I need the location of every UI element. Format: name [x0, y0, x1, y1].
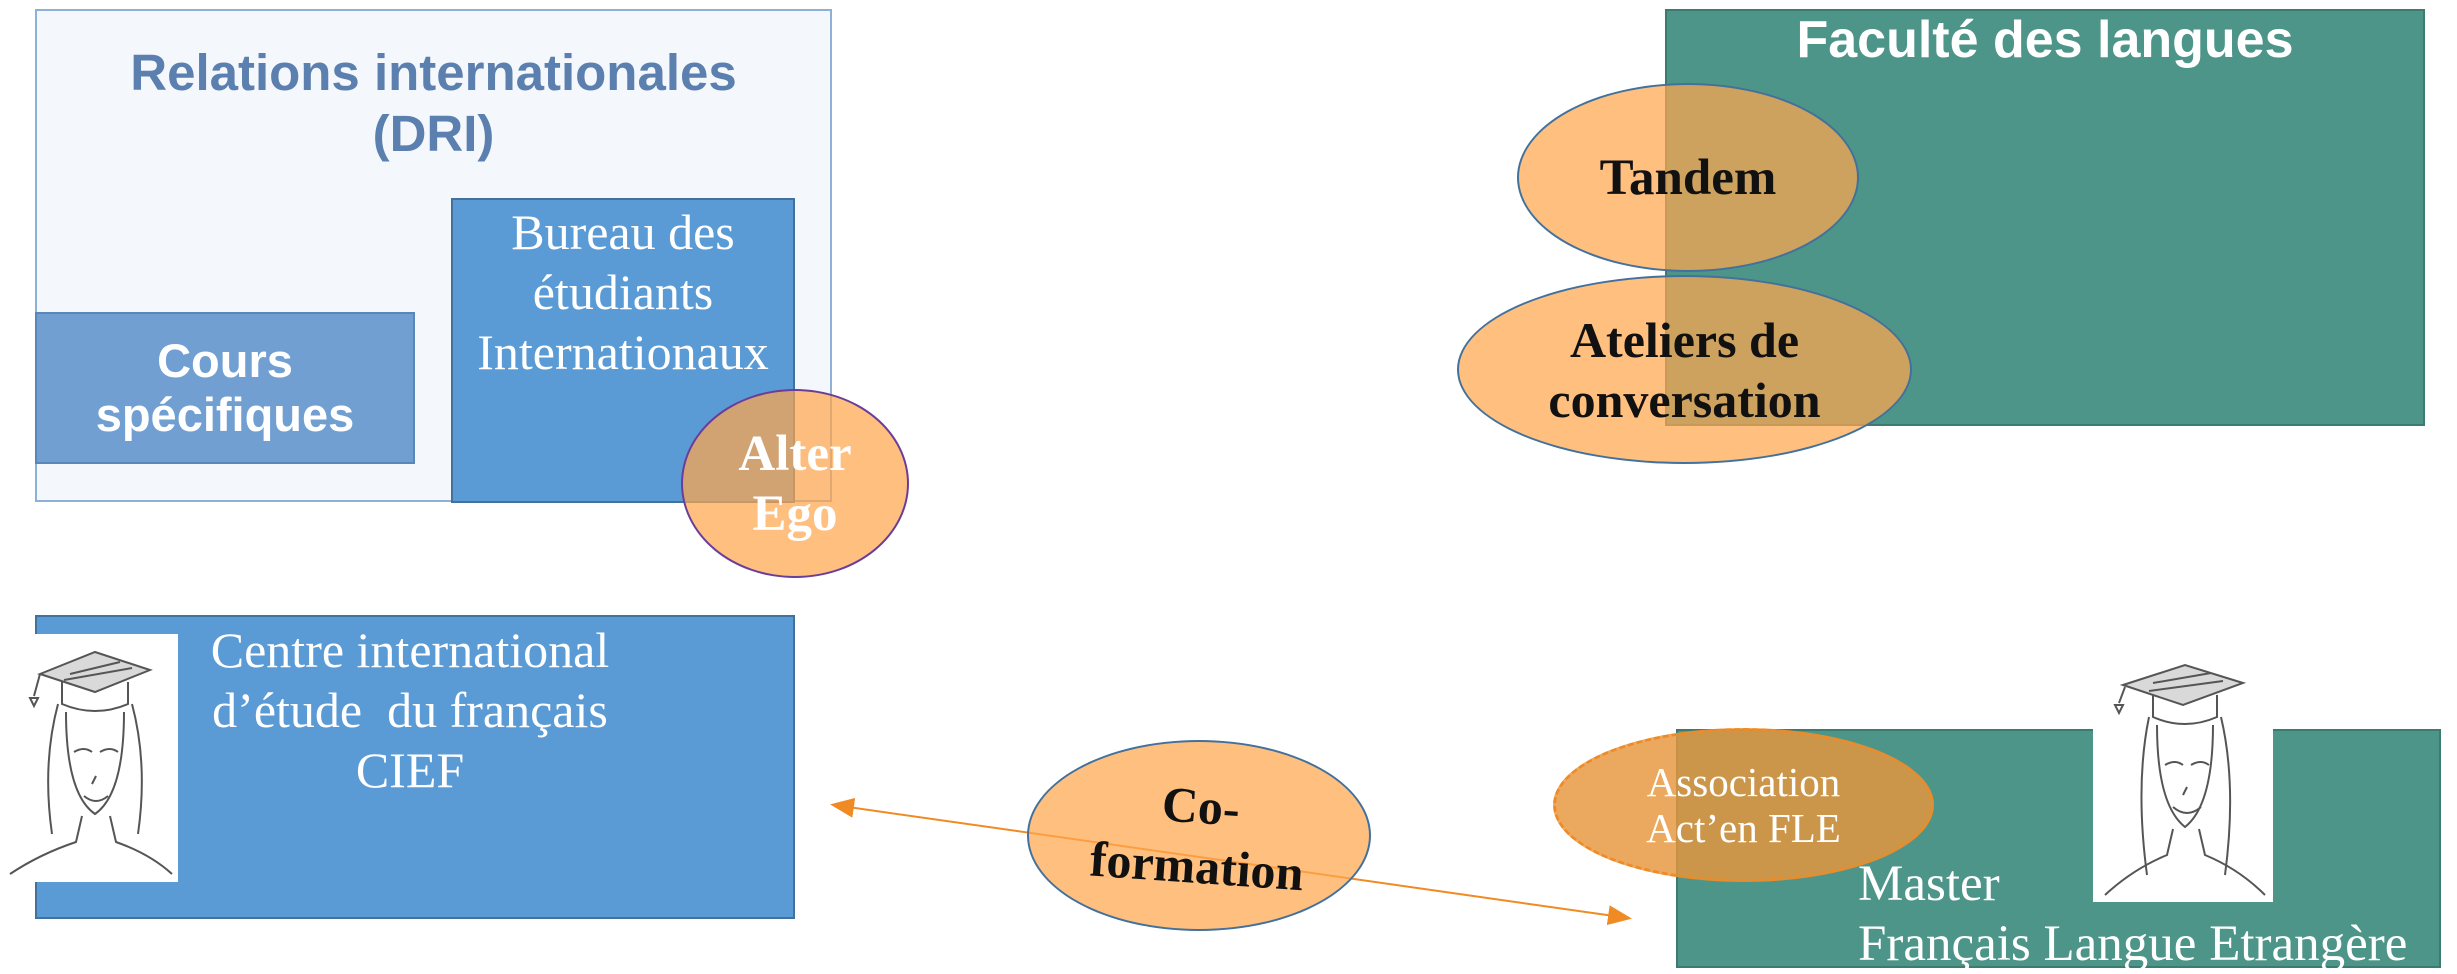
cief-line3: CIEF — [355, 742, 465, 798]
cours-specifiques-box: Cours spécifiques — [35, 312, 415, 464]
association-oval: Association Act’en FLE — [1553, 728, 1934, 882]
cief-line1: Centre international — [210, 622, 610, 678]
dri-title-line2: (DRI) — [372, 105, 495, 162]
master-label: Master Français Langue Etrangère — [1858, 854, 2457, 974]
ateliers-line1: Ateliers de — [1569, 311, 1800, 368]
cief-line2: d’étude du français — [212, 682, 608, 738]
cours-line1: Cours — [157, 334, 293, 387]
alter-ego-line2: Ego — [752, 485, 838, 542]
ateliers-oval: Ateliers de conversation — [1457, 275, 1912, 464]
bureau-line2: étudiants — [532, 264, 714, 320]
master-line1: Master — [1858, 856, 2000, 912]
tandem-oval: Tandem — [1517, 83, 1859, 272]
cief-label: Centre international d’étude du français… — [170, 620, 650, 800]
alter-ego-oval: Alter Ego — [681, 389, 909, 578]
graduate-portrait-left-svg — [9, 650, 173, 875]
bureau-line3: Internationaux — [477, 324, 769, 380]
association-line2: Act’en FLE — [1646, 805, 1841, 851]
alter-ego-line1: Alter — [738, 425, 852, 482]
graduate-portrait-icon — [2093, 655, 2273, 902]
bureau-line1: Bureau des — [511, 204, 735, 260]
bureau-label: Bureau des étudiants Internationaux — [451, 202, 795, 382]
graduate-portrait-icon — [0, 634, 178, 882]
master-line2: Français Langue Etrangère — [1858, 916, 2408, 972]
graduate-portrait-right-svg — [2104, 663, 2266, 896]
cours-line2: spécifiques — [95, 388, 355, 441]
faculte-title: Faculté des langues — [1796, 11, 2294, 69]
tandem-label: Tandem — [1599, 149, 1777, 206]
dri-title: Relations internationales (DRI) — [35, 42, 832, 164]
ateliers-line2: conversation — [1548, 371, 1821, 428]
coformation-oval: Co- formation — [1027, 740, 1371, 931]
association-line1: Association — [1646, 759, 1841, 805]
dri-title-line1: Relations internationales — [130, 44, 737, 101]
